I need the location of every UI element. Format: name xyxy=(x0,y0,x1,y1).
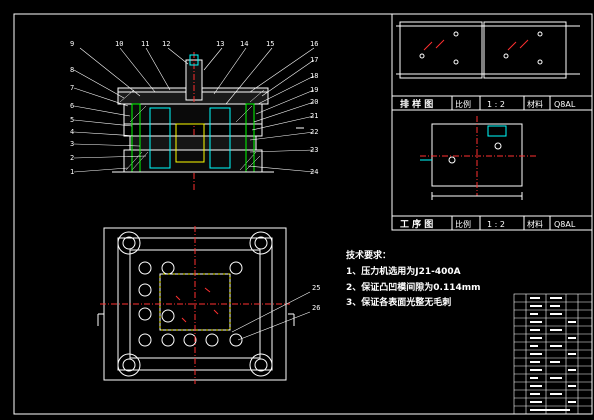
part-number: 2 xyxy=(70,154,74,162)
layout-scale-label: 比例 xyxy=(455,99,471,109)
leader-lines xyxy=(73,47,315,173)
part-number: 12 xyxy=(162,40,170,48)
part-number: 9 xyxy=(70,40,74,48)
part-number: 7 xyxy=(70,84,74,92)
part-number: 1 xyxy=(70,168,74,176)
part-number: 11 xyxy=(141,40,149,48)
part-number: 8 xyxy=(70,66,74,74)
part-number: 25 xyxy=(312,284,320,292)
part-number: 22 xyxy=(310,128,318,136)
part-number: 4 xyxy=(70,128,74,136)
process-material-label: 材料 xyxy=(527,219,543,229)
part-number: 5 xyxy=(70,116,74,124)
part-number: 26 xyxy=(312,304,320,312)
part-number: 3 xyxy=(70,140,74,148)
part-numbers-left: 8 7 6 5 4 3 2 1 xyxy=(70,66,74,176)
part-number: 24 xyxy=(310,168,318,176)
process-title-block xyxy=(391,215,593,231)
layout-material-label: 材料 xyxy=(527,99,543,109)
part-number: 20 xyxy=(310,98,318,106)
part-number: 6 xyxy=(70,102,74,110)
part-number: 21 xyxy=(310,112,318,120)
plan-view xyxy=(97,226,311,384)
part-number: 16 xyxy=(310,40,318,48)
part-number: 15 xyxy=(266,40,274,48)
part-number: 13 xyxy=(216,40,224,48)
process-scale-label: 比例 xyxy=(455,219,471,229)
tech-item: 1、压力机选用为J21-400A xyxy=(346,265,461,277)
process-view xyxy=(391,109,593,217)
tech-heading: 技术要求： xyxy=(346,249,391,261)
part-number: 10 xyxy=(115,40,123,48)
process-title: 工 序 图 xyxy=(400,218,433,230)
part-number: 14 xyxy=(240,40,248,48)
part-number: 18 xyxy=(310,72,318,80)
part-numbers-top: 9 10 11 12 13 14 15 16 xyxy=(70,40,318,48)
layout-scale-value: 1 : 2 xyxy=(487,100,505,109)
part-number: 23 xyxy=(310,146,318,154)
title-block xyxy=(513,293,593,415)
section-view xyxy=(112,52,304,190)
part-number: 17 xyxy=(310,56,318,64)
tech-item: 3、保证各表面光整无毛刺 xyxy=(346,296,451,308)
part-numbers-plan: 25 26 xyxy=(312,284,320,312)
part-numbers-right: 17 18 19 20 21 22 23 24 xyxy=(310,56,318,176)
layout-material-value: Q8AL xyxy=(554,100,576,109)
title-block-marks xyxy=(530,297,576,411)
process-scale-value: 1 : 2 xyxy=(487,220,505,229)
layout-title: 排 样 图 xyxy=(400,98,433,110)
strip-layout-view xyxy=(391,13,593,97)
part-number: 19 xyxy=(310,86,318,94)
process-material-value: Q8AL xyxy=(554,220,576,229)
tech-item: 2、保证凸凹模间隙为0.114mm xyxy=(346,281,481,293)
